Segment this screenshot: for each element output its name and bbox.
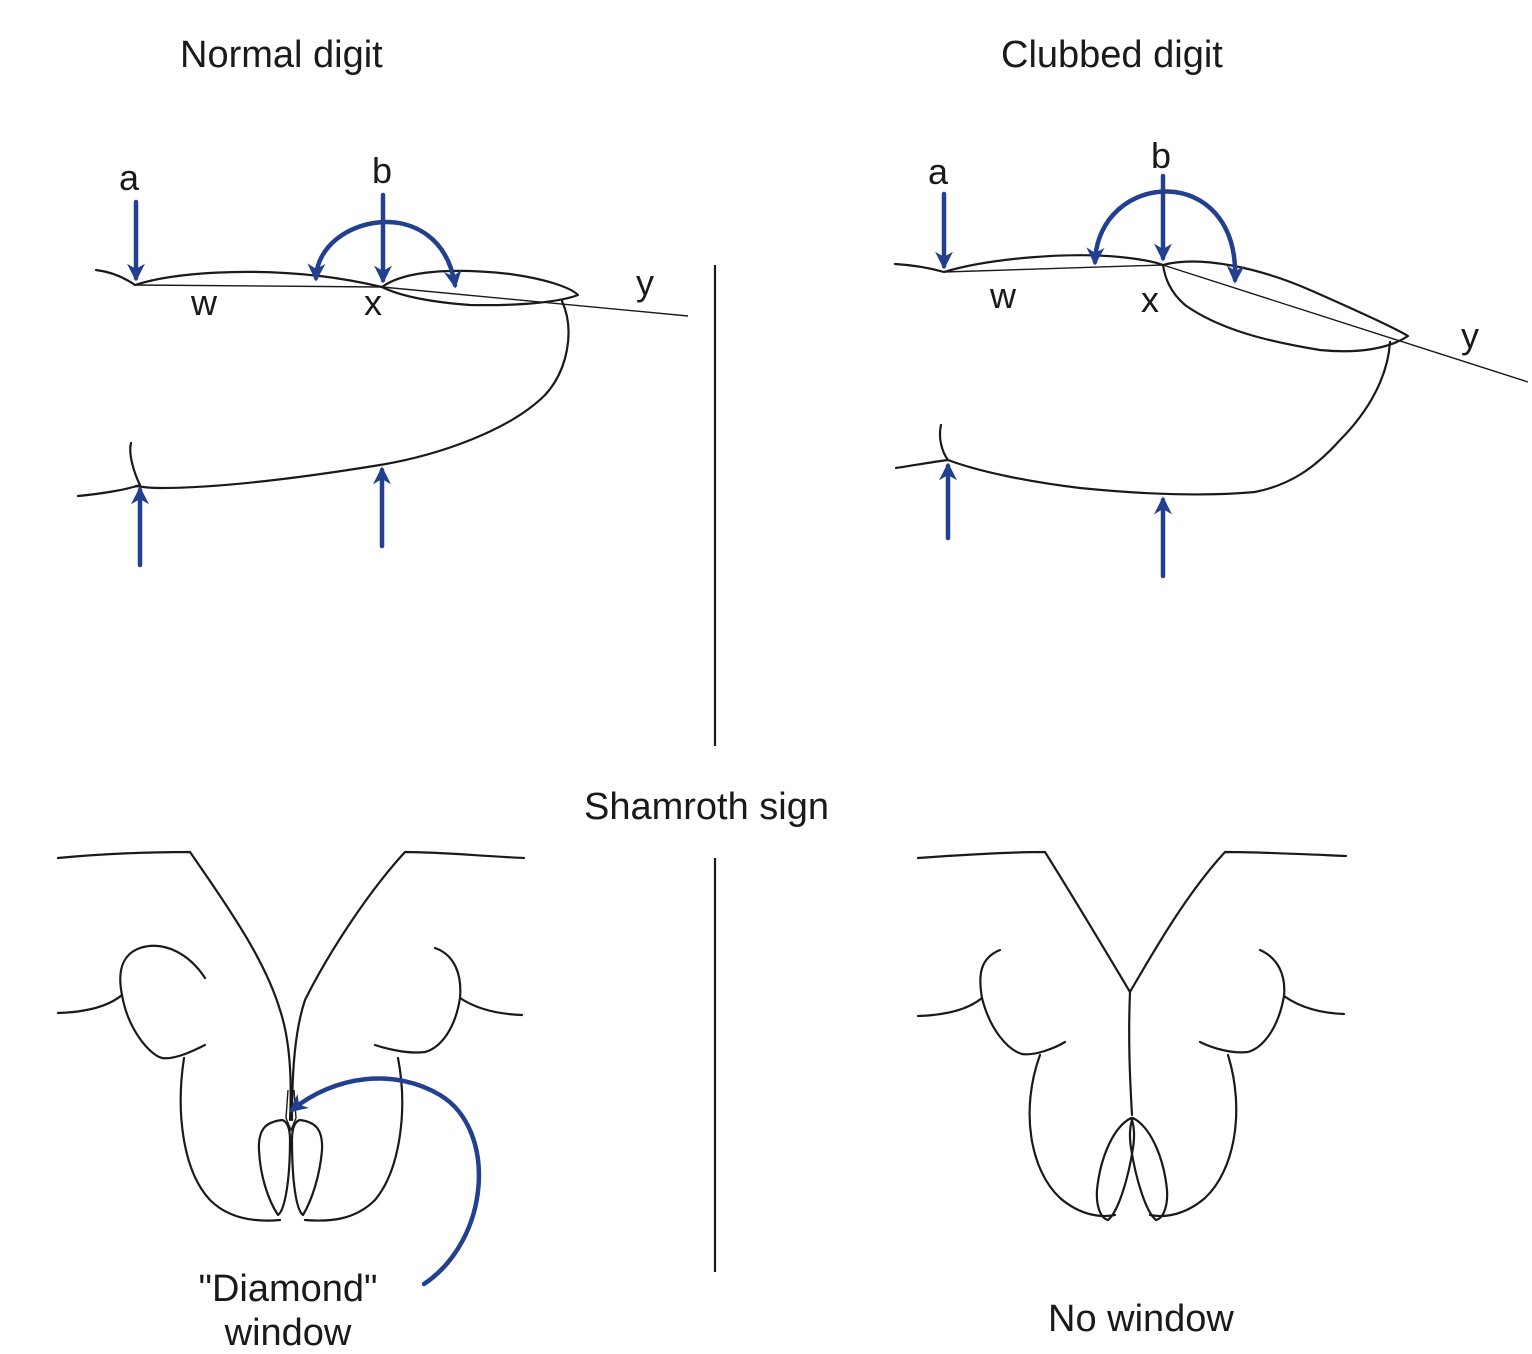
normal-digit-arrows: [127, 192, 462, 568]
label-b-clubbed: b: [1151, 135, 1172, 176]
label-y-clubbed: y: [1461, 315, 1479, 356]
title-normal-digit: Normal digit: [180, 34, 383, 76]
label-a-normal: a: [119, 157, 140, 198]
label-x-normal: x: [364, 282, 382, 323]
arc-b-normal: [307, 219, 462, 289]
caption-no-window: No window: [1048, 1298, 1234, 1340]
label-w-normal: w: [191, 282, 217, 323]
label-a-clubbed: a: [928, 151, 949, 192]
shamroth-clubbed-drawing: [916, 850, 1348, 1222]
title-clubbed-digit: Clubbed digit: [1001, 34, 1223, 76]
arc-b-clubbed: [1086, 189, 1245, 284]
window-pointer-arrow: [289, 1076, 482, 1287]
clubbed-digit-arrows: [935, 173, 1245, 579]
label-w-clubbed: w: [990, 275, 1016, 316]
label-x-clubbed: x: [1141, 279, 1159, 320]
label-y-normal: y: [636, 262, 654, 303]
caption-diamond-line1: "Diamond": [198, 1268, 378, 1310]
shamroth-normal-drawing: [56, 850, 526, 1222]
caption-diamond-line2: window: [224, 1312, 352, 1354]
clubbed-digit-drawing: [893, 254, 1529, 496]
label-b-normal: b: [372, 150, 393, 191]
caption-diamond-window: "Diamond" window: [168, 1270, 408, 1352]
title-shamroth-sign: Shamroth sign: [584, 786, 830, 828]
normal-digit-drawing: [76, 268, 689, 498]
